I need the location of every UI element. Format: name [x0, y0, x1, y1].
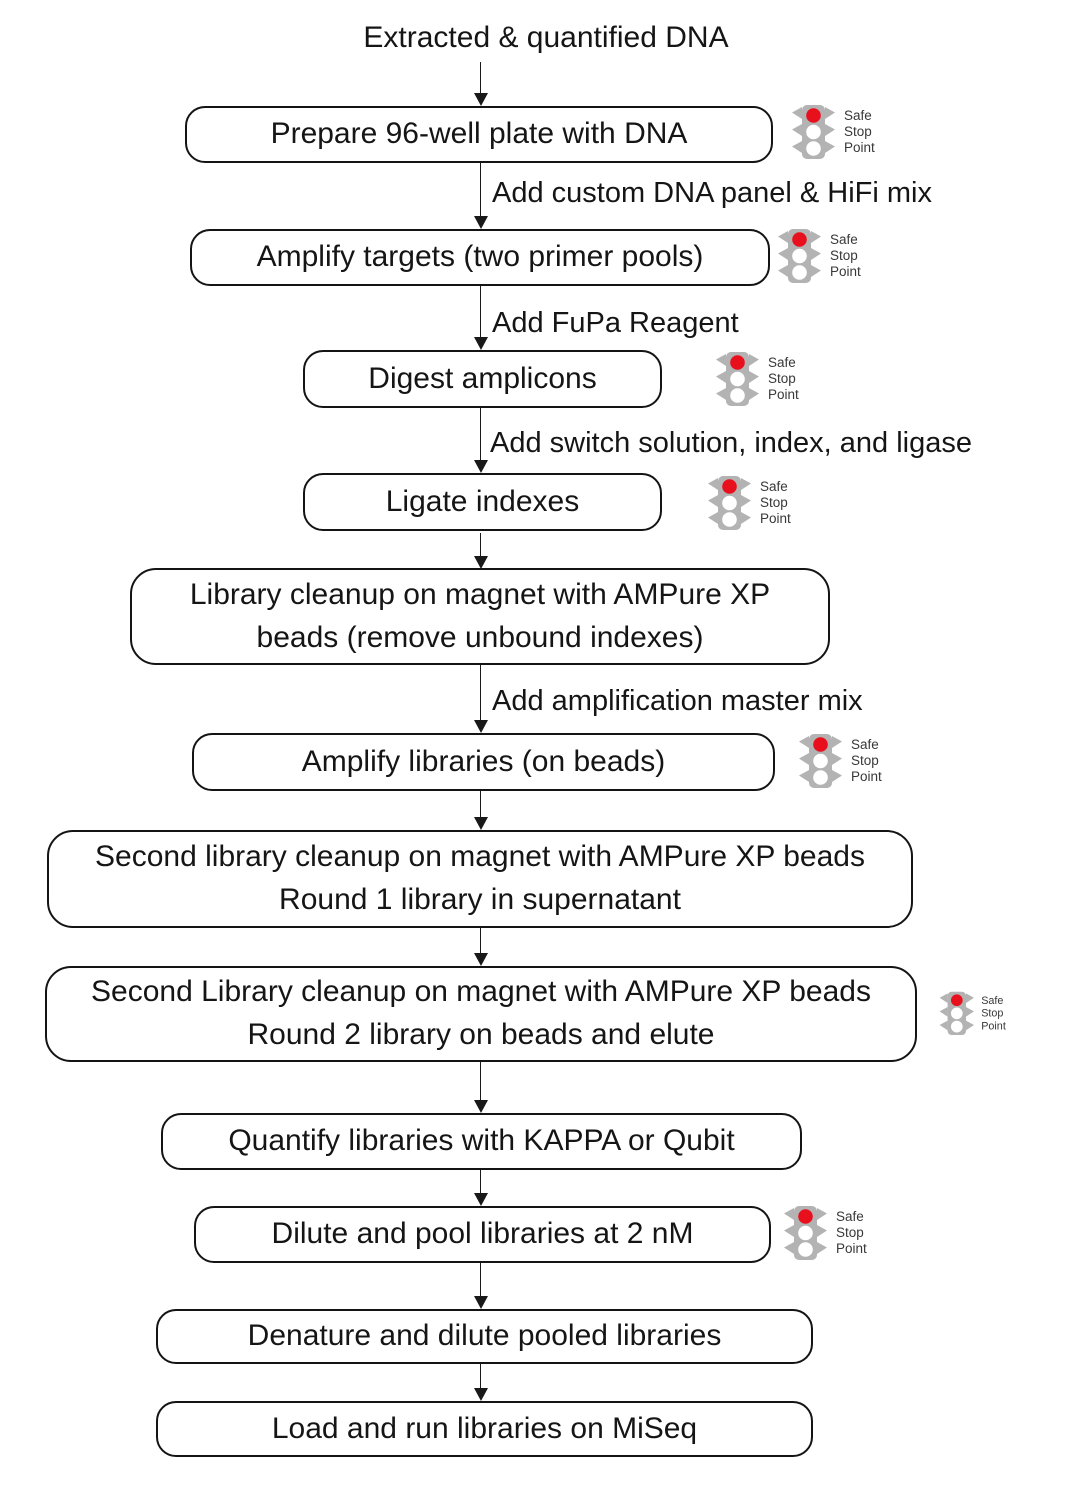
safe-stop-point-label: Safe Stop Point	[981, 994, 1006, 1032]
arrow-line	[479, 533, 482, 556]
step-box-digest-amplicons: Digest amplicons	[303, 350, 662, 408]
step-label: Second library cleanup on magnet with AM…	[95, 840, 865, 916]
step-box-load-run: Load and run libraries on MiSeq	[156, 1401, 813, 1457]
arrow-head-icon	[473, 93, 488, 106]
step-box-amplify-targets: Amplify targets (two primer pools)	[190, 229, 770, 286]
flow-arrow-7	[473, 791, 488, 830]
arrow-line	[479, 286, 482, 337]
safe-stop-point-label: Safe Stop Point	[844, 108, 875, 155]
safe-stop-point-badge-dilute-pool: Safe Stop Point	[782, 1205, 867, 1261]
arrow-head-icon	[473, 720, 488, 733]
traffic-light-icon	[939, 991, 974, 1035]
arrow-line	[479, 1170, 482, 1193]
step-label: Digest amplicons	[368, 361, 597, 395]
arrow-head-icon	[473, 817, 488, 830]
traffic-light-icon	[708, 476, 751, 530]
arrow-head-icon	[473, 216, 488, 229]
step-box-ligate-indexes: Ligate indexes	[303, 473, 662, 531]
step-box-second-cleanup-round1: Second library cleanup on magnet with AM…	[47, 830, 913, 928]
flow-arrow-10	[473, 1170, 488, 1206]
safe-stop-point-label: Safe Stop Point	[830, 232, 861, 279]
step-box-quantify-libraries: Quantify libraries with KAPPA or Qubit	[161, 1113, 802, 1170]
step-box-dilute-pool: Dilute and pool libraries at 2 nM	[194, 1206, 771, 1263]
arrow-line	[479, 928, 482, 953]
traffic-light-icon	[778, 229, 821, 283]
arrow-head-icon	[473, 1100, 488, 1113]
arrow-head-icon	[473, 1193, 488, 1206]
step-label: Denature and dilute pooled libraries	[247, 1319, 722, 1353]
flow-arrow-5	[473, 533, 488, 569]
safe-stop-point-badge-digest-amplicons: Safe Stop Point	[714, 351, 799, 407]
arrow-head-icon	[473, 1296, 488, 1309]
flow-arrow-11	[473, 1263, 488, 1309]
safe-stop-point-badge-ligate-indexes: Safe Stop Point	[706, 475, 791, 531]
step-box-library-cleanup: Library cleanup on magnet with AMPure XP…	[130, 568, 830, 665]
step-box-amplify-libraries: Amplify libraries (on beads)	[192, 733, 775, 791]
flow-arrow-3	[473, 286, 488, 350]
safe-stop-point-label: Safe Stop Point	[851, 737, 882, 784]
edge-label-switch-solution: Add switch solution, index, and ligase	[490, 427, 973, 459]
flow-arrow-8	[473, 928, 488, 966]
step-label: Ligate indexes	[385, 484, 580, 518]
step-box-denature-dilute: Denature and dilute pooled libraries	[156, 1309, 813, 1364]
arrow-head-icon	[473, 337, 488, 350]
arrow-head-icon	[473, 1388, 488, 1401]
step-label: Quantify libraries with KAPPA or Qubit	[228, 1124, 735, 1158]
step-label: Amplify libraries (on beads)	[301, 744, 666, 778]
arrow-line	[479, 62, 482, 93]
step-label: Amplify targets (two primer pools)	[256, 240, 704, 274]
arrow-head-icon	[473, 953, 488, 966]
arrow-head-icon	[473, 556, 488, 569]
safe-stop-point-label: Safe Stop Point	[760, 479, 791, 526]
flow-arrow-2	[473, 163, 488, 229]
arrow-head-icon	[473, 460, 488, 473]
step-label: Dilute and pool libraries at 2 nM	[271, 1217, 694, 1251]
step-box-prepare-plate: Prepare 96-well plate with DNA	[185, 106, 773, 163]
safe-stop-point-badge-amplify-libraries: Safe Stop Point	[797, 733, 882, 789]
flow-arrow-12	[473, 1364, 488, 1401]
safe-stop-point-badge-prepare-plate: Safe Stop Point	[790, 104, 875, 160]
edge-label-panel-hifi-mix: Add custom DNA panel & HiFi mix	[492, 177, 932, 209]
traffic-light-icon	[799, 734, 842, 788]
traffic-light-icon	[784, 1206, 827, 1260]
safe-stop-point-badge-amplify-targets: Safe Stop Point	[776, 228, 861, 284]
safe-stop-point-label: Safe Stop Point	[768, 355, 799, 402]
arrow-line	[479, 791, 482, 817]
arrow-line	[479, 665, 482, 720]
safe-stop-point-badge-second-cleanup-round2: Safe Stop Point	[938, 991, 1006, 1036]
step-label: Second Library cleanup on magnet with AM…	[91, 975, 871, 1051]
flow-arrow-4	[473, 408, 488, 473]
traffic-light-icon	[792, 105, 835, 159]
flow-arrow-6	[473, 665, 488, 733]
arrow-line	[479, 163, 482, 216]
arrow-line	[479, 408, 482, 460]
step-box-second-cleanup-round2: Second Library cleanup on magnet with AM…	[45, 966, 917, 1062]
arrow-line	[479, 1364, 482, 1388]
traffic-light-icon	[716, 352, 759, 406]
step-label: Library cleanup on magnet with AMPure XP…	[189, 577, 771, 654]
step-label: Prepare 96-well plate with DNA	[270, 117, 688, 151]
flow-arrow-1	[473, 62, 488, 106]
edge-label-amp-master-mix: Add amplification master mix	[492, 685, 863, 717]
arrow-line	[479, 1062, 482, 1100]
start-node-label: Extracted & quantified DNA	[363, 21, 729, 54]
step-label: Load and run libraries on MiSeq	[271, 1411, 698, 1445]
arrow-line	[479, 1263, 482, 1296]
flow-arrow-9	[473, 1062, 488, 1113]
edge-label-fupa-reagent: Add FuPa Reagent	[492, 307, 739, 339]
safe-stop-point-label: Safe Stop Point	[836, 1209, 867, 1256]
